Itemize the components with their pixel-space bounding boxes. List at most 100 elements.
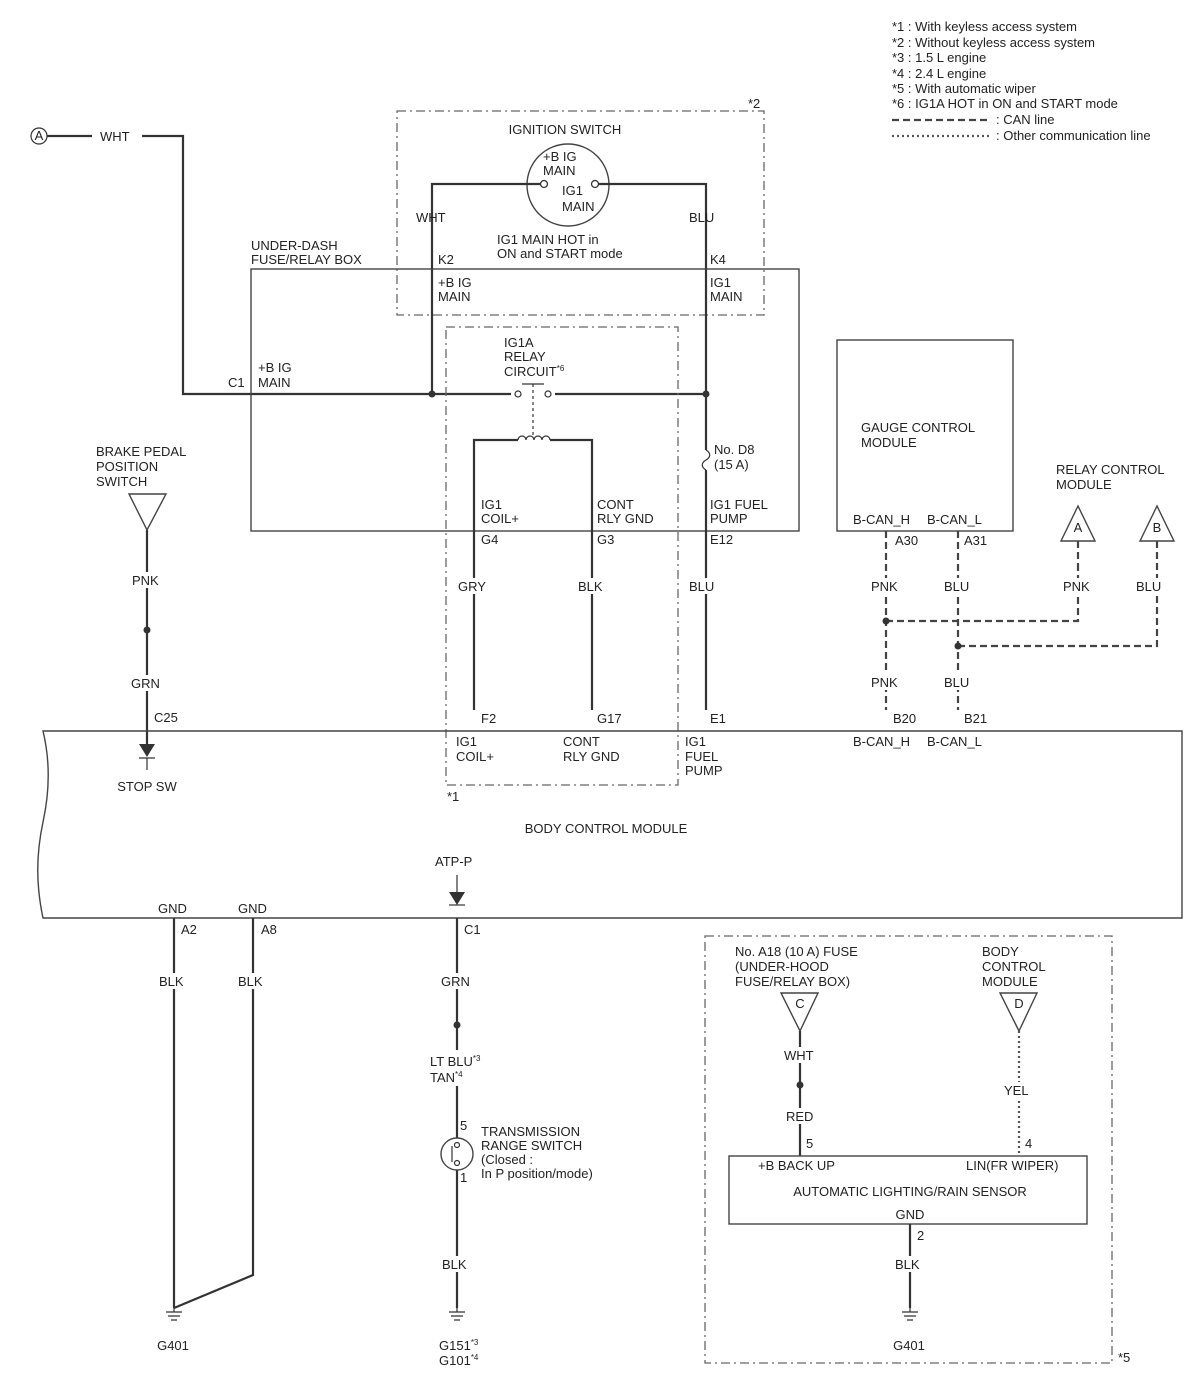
brake-title-1: BRAKE PEDAL bbox=[96, 444, 186, 459]
junction-c1 bbox=[453, 1021, 461, 1029]
ground-note-4: *4 bbox=[471, 1353, 479, 1362]
trs-pin-1: 1 bbox=[460, 1170, 467, 1185]
wire-note-3: *3 bbox=[473, 1054, 481, 1063]
pin-a8: A8 bbox=[261, 922, 277, 937]
gauge-title-2: MODULE bbox=[861, 435, 917, 450]
wire-label-pnk-2: PNK bbox=[871, 675, 898, 690]
wire-blu-k4 bbox=[598, 182, 708, 450]
wire-label-wht-c: WHT bbox=[784, 1048, 814, 1063]
wire-label-pnk-a: PNK bbox=[1063, 579, 1090, 594]
rain-sensor-frame bbox=[704, 935, 1113, 1364]
wire-gry-relay bbox=[472, 438, 518, 710]
rain-bplus-backup: +B BACK UP bbox=[758, 1158, 835, 1173]
label-bg-grn-brake bbox=[128, 675, 166, 691]
bcm-gnd-1: GND bbox=[158, 901, 187, 916]
stop-sw-label: STOP SW bbox=[117, 779, 177, 794]
pin-e12: E12 bbox=[710, 532, 733, 547]
wire-label-blk-a2: BLK bbox=[159, 974, 184, 989]
relay-control-title-1: RELAY CONTROL bbox=[1056, 462, 1165, 477]
atp-p-label: ATP-P bbox=[435, 854, 472, 869]
ground-symbol-g401-left bbox=[166, 1308, 182, 1321]
rain-pin-4: 4 bbox=[1025, 1136, 1032, 1151]
connector-c-label: C bbox=[795, 996, 804, 1011]
trs-title-1: TRANSMISSION bbox=[481, 1124, 580, 1139]
gauge-can-l: B-CAN_L bbox=[927, 512, 982, 527]
gauge-control-module bbox=[836, 339, 1014, 532]
trs-title-3: (Closed : bbox=[481, 1152, 533, 1167]
wire-label-blu-1: BLU bbox=[944, 579, 969, 594]
rain-sensor-title: AUTOMATIC LIGHTING/RAIN SENSOR bbox=[793, 1184, 1027, 1199]
wire-label-blk-trs: BLK bbox=[442, 1257, 467, 1272]
wire-label-blk-2: BLK bbox=[895, 1257, 920, 1272]
fuse-d8-1: No. D8 bbox=[714, 442, 754, 457]
wire-label-ltblu: LT BLU*3 bbox=[430, 1054, 481, 1069]
legend: *1 : With keyless access system *2 : Wit… bbox=[892, 19, 1151, 143]
wire-label-wht-k2: WHT bbox=[416, 210, 446, 225]
relay-note-6: *6 bbox=[557, 364, 565, 373]
body-control-module bbox=[37, 730, 1183, 919]
pin-g3-a: CONT bbox=[597, 497, 634, 512]
label-bg-blu1 bbox=[941, 578, 975, 594]
trs-title-2: RANGE SWITCH bbox=[481, 1138, 582, 1153]
junction-can-h bbox=[882, 617, 890, 625]
rain-sensor-module bbox=[728, 1155, 1088, 1225]
pin-g3-b: RLY GND bbox=[597, 511, 654, 526]
junction-brake bbox=[143, 626, 151, 634]
legend-item-8: : Other communication line bbox=[996, 128, 1151, 143]
trs-contact-top bbox=[453, 1141, 461, 1149]
ign-bplus-1: +B IG bbox=[543, 149, 577, 164]
wire-label-grn-brake: GRN bbox=[131, 676, 160, 691]
fuse-box-title-2: FUSE/RELAY BOX bbox=[251, 252, 362, 267]
pin-e12-a: IG1 FUEL bbox=[710, 497, 768, 512]
pin-f2-b: COIL+ bbox=[456, 749, 494, 764]
legend-item-6: *6 : IG1A HOT in ON and START mode bbox=[892, 96, 1118, 111]
ign-ig1-1: IG1 bbox=[562, 183, 583, 198]
atp-p-diode bbox=[449, 892, 465, 905]
stop-sw-diode bbox=[139, 744, 155, 757]
legend-item-7: : CAN line bbox=[996, 112, 1055, 127]
label-bg-blk-trs bbox=[439, 1256, 475, 1272]
rain-pin-2: 2 bbox=[917, 1228, 924, 1243]
pin-k4-a: IG1 bbox=[710, 275, 731, 290]
relay-contact-left bbox=[514, 390, 522, 398]
label-bg-blk-a8 bbox=[235, 973, 271, 989]
pin-g4-a: IG1 bbox=[481, 497, 502, 512]
connector-b-tri-label: B bbox=[1153, 520, 1162, 535]
pin-c25: C25 bbox=[154, 710, 178, 725]
legend-item-5: *5 : With automatic wiper bbox=[892, 81, 1036, 96]
rain-fuse-1: No. A18 (10 A) FUSE bbox=[735, 944, 858, 959]
bcm-title: BODY CONTROL MODULE bbox=[525, 821, 688, 836]
ground-symbol-g151 bbox=[449, 1308, 465, 1321]
legend-item-3: *3 : 1.5 L engine bbox=[892, 50, 986, 65]
fuse-d8-symbol bbox=[701, 449, 711, 471]
label-bg-blk-2 bbox=[892, 1256, 928, 1272]
wire-label-red: RED bbox=[786, 1109, 813, 1124]
pin-g17: G17 bbox=[597, 711, 622, 726]
pin-e1-a: IG1 bbox=[685, 734, 706, 749]
keyless-frame bbox=[445, 326, 679, 786]
label-bg-pnk-a bbox=[1060, 578, 1096, 594]
pin-f2-a: IG1 bbox=[456, 734, 477, 749]
junction-k4 bbox=[702, 390, 710, 398]
label-bg-yel bbox=[1001, 1082, 1037, 1098]
relay-contact-right bbox=[544, 390, 552, 398]
label-bg-red bbox=[783, 1108, 817, 1124]
rain-bcm-2: CONTROL bbox=[982, 959, 1046, 974]
label-bg-pnk2 bbox=[868, 674, 904, 690]
label-bg-blu2 bbox=[941, 674, 975, 690]
label-bg-blu-b bbox=[1133, 578, 1167, 594]
wire-label-pnk-1: PNK bbox=[871, 579, 898, 594]
pin-k2-b: MAIN bbox=[438, 289, 471, 304]
label-bg-wht-c bbox=[781, 1047, 819, 1063]
rain-lin: LIN(FR WIPER) bbox=[966, 1158, 1058, 1173]
ground-g101: G101*4 bbox=[439, 1353, 479, 1368]
note-5: *5 bbox=[1118, 1350, 1130, 1365]
pin-g4-b: COIL+ bbox=[481, 511, 519, 526]
relay-coil bbox=[517, 435, 551, 441]
wire-wht-k2 bbox=[430, 182, 541, 394]
ign-hot-1: IG1 MAIN HOT in bbox=[497, 232, 599, 247]
wire-label-tan: TAN*4 bbox=[430, 1070, 463, 1085]
legend-item-1: *1 : With keyless access system bbox=[892, 19, 1077, 34]
pin-e1: E1 bbox=[710, 711, 726, 726]
